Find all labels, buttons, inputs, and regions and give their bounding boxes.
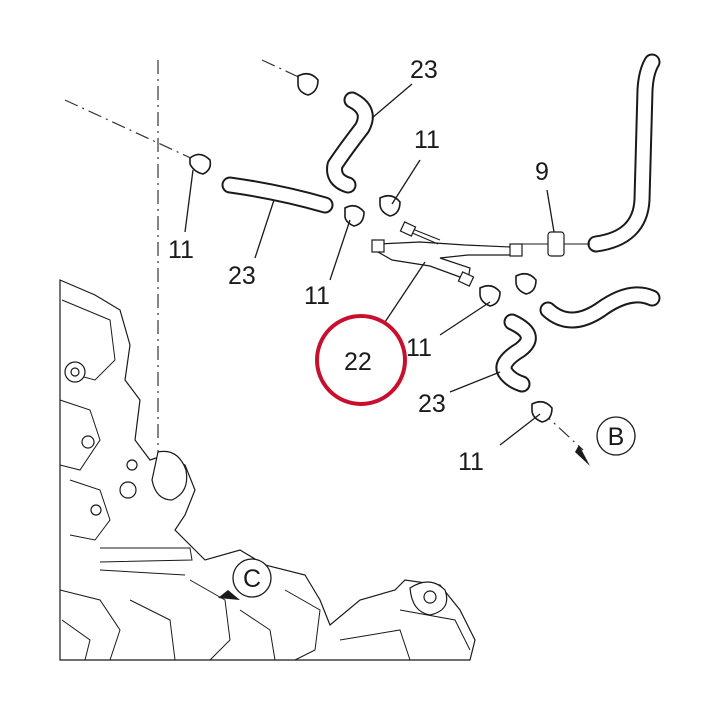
hose-right-upper [587, 53, 661, 253]
c-marker-circle [232, 558, 272, 598]
clamp-right-2 [515, 272, 537, 295]
callout-23-lower: 23 [418, 390, 446, 418]
hose-top [326, 91, 374, 194]
clamp-mid-1 [344, 204, 365, 227]
callout-22: 22 [344, 348, 372, 376]
clamp-left [189, 153, 212, 175]
restrictor-9 [522, 231, 590, 257]
hose-left [221, 176, 334, 214]
engine-block [59, 279, 476, 661]
highlight-circle [315, 314, 407, 406]
callout-11-left: 11 [168, 236, 194, 264]
c-marker-label: C [243, 565, 261, 593]
callout-11-bottom: 11 [458, 448, 484, 476]
callout-9: 9 [535, 158, 549, 186]
callout-11-mid: 11 [304, 282, 330, 310]
leader-lines [184, 83, 555, 446]
hose-lower [495, 313, 537, 393]
arrow-from-c [218, 590, 240, 600]
clamp-mid-2 [379, 194, 401, 217]
callout-23-top: 23 [410, 56, 438, 84]
clamp-bottom [531, 400, 553, 423]
callout-11-top: 11 [414, 126, 440, 154]
callout-11-right: 11 [406, 334, 432, 362]
b-marker-circle [596, 416, 636, 456]
clamp-right-1 [479, 284, 501, 307]
arrow-to-b [575, 445, 590, 466]
clamp-top [297, 72, 319, 96]
y-connector [371, 221, 523, 287]
hose-right-lower [539, 286, 661, 329]
left-centerline [64, 99, 196, 161]
callout-23-left: 23 [228, 262, 256, 290]
b-marker-label: B [608, 423, 625, 451]
